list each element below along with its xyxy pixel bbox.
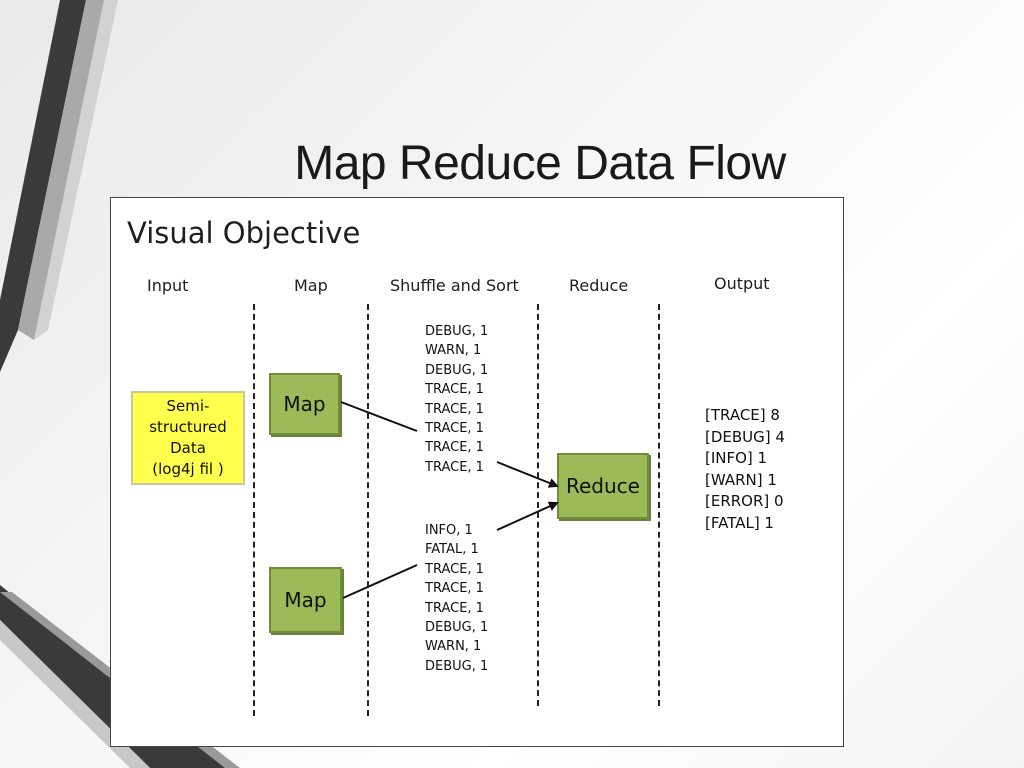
output-item: [ERROR] 0 — [705, 492, 784, 510]
shuffle-group-2: INFO, 1 FATAL, 1 TRACE, 1 TRACE, 1 TRACE… — [425, 521, 488, 676]
map-node-1: Map — [269, 373, 340, 435]
kv-pair: TRACE, 1 — [425, 440, 484, 456]
column-header-input: Input — [147, 276, 189, 295]
input-line: Semi- — [166, 397, 210, 415]
slide-title: Map Reduce Data Flow — [294, 137, 786, 190]
flow-arrows — [340, 401, 559, 599]
kv-pair: DEBUG, 1 — [425, 324, 489, 339]
input-line: structured — [149, 418, 227, 436]
kv-pair: DEBUG, 1 — [425, 362, 489, 378]
input-line: (log4j fil ) — [152, 460, 224, 478]
kv-pair: FATAL, 1 — [425, 542, 479, 558]
column-header-reduce: Reduce — [569, 276, 629, 295]
map1-to-shuffle-line — [340, 401, 418, 432]
output-item: [TRACE] 8 — [705, 406, 780, 424]
kv-pair: WARN, 1 — [425, 343, 482, 359]
map-node-2: Map — [269, 567, 342, 633]
kv-pair: TRACE, 1 — [425, 382, 484, 398]
lane-divider — [658, 304, 660, 706]
reduce-node: Reduce — [557, 453, 649, 519]
lane-divider — [537, 304, 539, 706]
output-list: [TRACE] 8 [DEBUG] 4 [INFO] 1 [WARN] 1 [E… — [705, 405, 785, 534]
kv-pair: WARN, 1 — [425, 639, 482, 655]
input-line: Data — [170, 439, 206, 457]
map2-to-shuffle-line — [342, 564, 418, 599]
kv-pair: TRACE, 1 — [425, 600, 484, 616]
shuffle2-to-reduce-arrow — [496, 501, 559, 531]
output-item: [FATAL] 1 — [705, 513, 774, 532]
kv-pair: TRACE, 1 — [425, 421, 484, 437]
kv-pair: INFO, 1 — [425, 523, 473, 538]
column-header-shuffle: Shuffle and Sort — [390, 276, 519, 295]
output-item: [DEBUG] 4 — [705, 427, 785, 446]
kv-pair: TRACE, 1 — [425, 581, 484, 597]
lane-divider — [367, 304, 369, 716]
output-item: [WARN] 1 — [705, 470, 777, 489]
kv-pair: TRACE, 1 — [425, 401, 484, 417]
shuffle-group-1: DEBUG, 1 WARN, 1 DEBUG, 1 TRACE, 1 TRACE… — [425, 322, 488, 477]
diagram-heading: Visual Objective — [127, 216, 361, 250]
output-item: [INFO] 1 — [705, 449, 768, 467]
shuffle1-to-reduce-arrow — [496, 461, 559, 488]
mapreduce-diagram: Visual Objective Input Map Shuffle and S… — [110, 197, 844, 747]
column-header-map: Map — [294, 276, 328, 295]
kv-pair: DEBUG, 1 — [425, 620, 489, 636]
kv-pair: TRACE, 1 — [425, 561, 484, 577]
input-data-box: Semi- structured Data (log4j fil ) — [131, 391, 245, 485]
kv-pair: DEBUG, 1 — [425, 658, 489, 674]
lane-divider — [253, 304, 255, 716]
column-header-output: Output — [714, 274, 770, 293]
kv-pair: TRACE, 1 — [425, 459, 484, 475]
